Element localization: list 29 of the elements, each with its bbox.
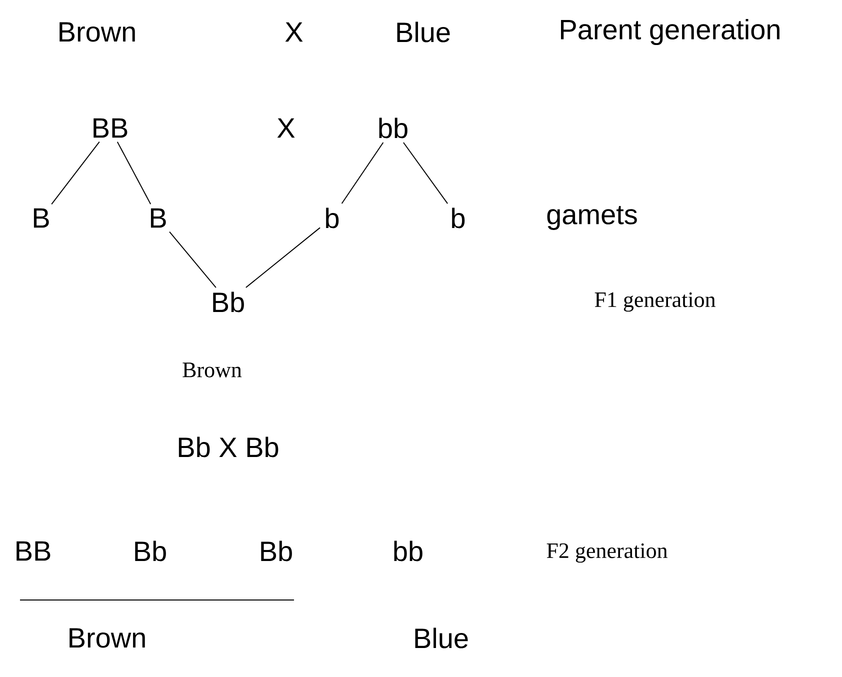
generation-label: gamets	[547, 206, 637, 230]
connector-line	[169, 231, 216, 288]
generation-label: F1 generation	[594, 292, 716, 312]
phenotype-label: Blue	[397, 22, 450, 42]
genotype-label: BB	[16, 541, 50, 561]
phenotype-label: Blue	[415, 628, 468, 648]
generation-label: F2 generation	[546, 543, 668, 563]
allele-label: BB	[94, 118, 128, 138]
allele-label: b	[326, 208, 339, 228]
connector-line	[402, 142, 448, 204]
allele-label: bb	[379, 118, 408, 138]
cross-symbol: X	[277, 118, 295, 138]
cross-label: Bb X Bb	[178, 436, 278, 458]
allele-label: Bb	[213, 292, 244, 312]
allele-label: B	[150, 208, 166, 228]
connector-line	[341, 142, 384, 204]
phenotype-label: Brown	[60, 22, 135, 42]
allele-label: B	[34, 208, 49, 228]
phenotype-label: Brown	[70, 628, 145, 648]
allele-label: b	[452, 208, 465, 228]
generation-label: Parent generation	[561, 18, 780, 46]
connector-line	[245, 227, 321, 288]
genotype-label: Bb	[261, 540, 292, 562]
connector-line	[51, 141, 100, 205]
genotype-label: bb	[394, 540, 422, 562]
connector-line	[116, 141, 152, 205]
cross-symbol: X	[285, 22, 303, 42]
phenotype-label: Brown	[182, 362, 242, 378]
genotype-label: Bb	[135, 540, 166, 562]
